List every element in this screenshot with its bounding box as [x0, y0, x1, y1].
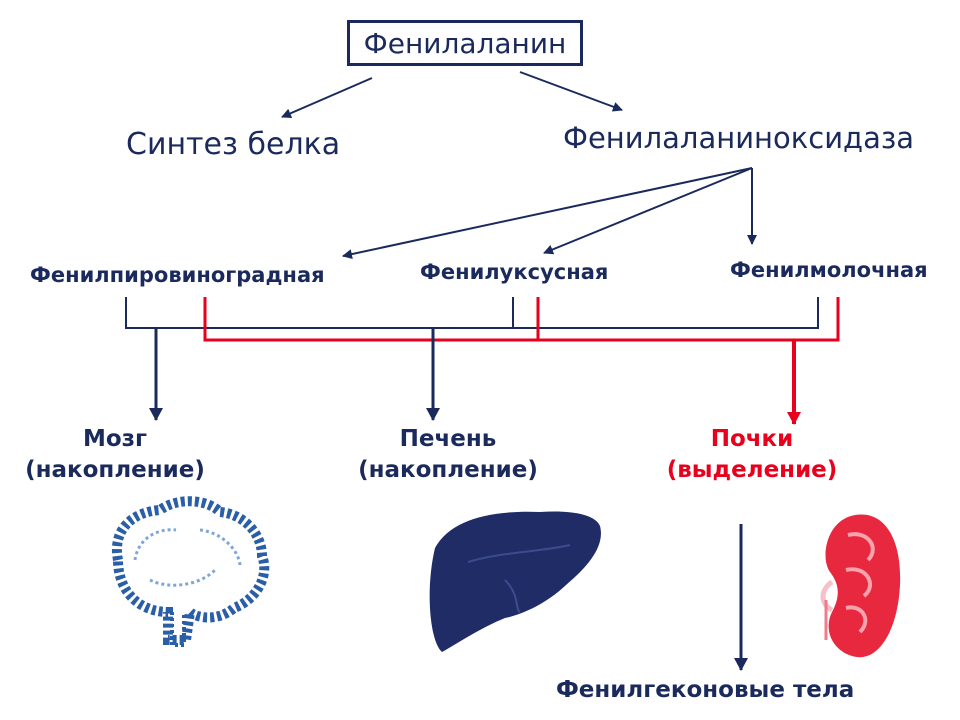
- brain-image: [111, 496, 270, 647]
- brain-name: Мозг: [82, 426, 148, 452]
- metabolite-phenylacetic-label: Фенилуксусная: [420, 260, 609, 284]
- liver-label: Печень (накопление): [358, 428, 538, 482]
- metabolite-phenylpyruvic-label: Фенилпировиноградная: [30, 263, 325, 287]
- protein-synthesis-label: Синтез белка: [126, 127, 341, 162]
- phenylalanine-label: Фенилаланин: [363, 26, 567, 60]
- enzyme-label: Фенилаланиноксидаза: [563, 121, 915, 155]
- ketone-bodies-label: Фенилгеконовые тела: [556, 677, 855, 703]
- arrow-to-protein-synthesis: [281, 77, 373, 119]
- kidneys-name: Почки: [710, 426, 794, 452]
- navy-collector-bracket: [125, 297, 819, 329]
- red-collector-bracket: [203, 297, 840, 342]
- brain-label: Мозг (накопление): [20, 428, 210, 482]
- liver-name: Печень: [399, 426, 497, 452]
- kidneys-note: (выделение): [666, 457, 838, 483]
- liver-note: (накопление): [358, 457, 538, 483]
- arrow-to-enzyme: [519, 71, 623, 112]
- kidney-image: [820, 514, 901, 658]
- brain-note: (накопление): [25, 457, 205, 483]
- liver-image: [429, 511, 601, 652]
- kidneys-label: Почки (выделение): [662, 428, 842, 482]
- arrow-to-phenylacetic: [543, 167, 753, 255]
- phenylalanine-box: Фенилаланин: [347, 20, 583, 66]
- arrow-to-phenylpyruvic: [342, 167, 753, 259]
- metabolite-phenyllactic-label: Фенилмолочная: [730, 258, 928, 282]
